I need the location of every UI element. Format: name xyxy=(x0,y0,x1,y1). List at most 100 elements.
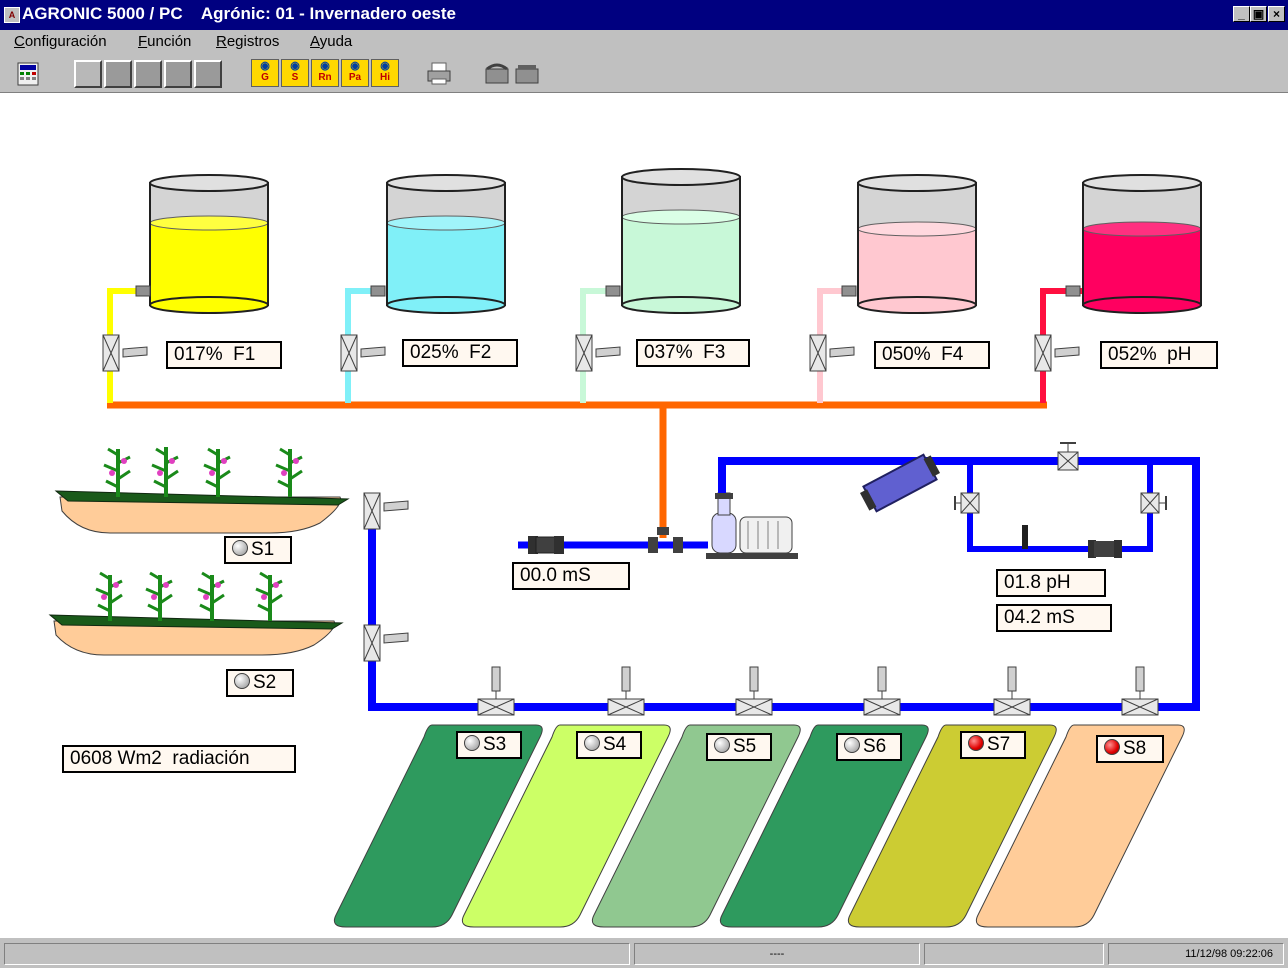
phone-icon xyxy=(515,65,539,84)
radiation-readout: 0608 Wm2 radiación xyxy=(62,745,296,773)
menu-bar: Configuración Función Registros Ayuda xyxy=(0,30,1288,54)
menu-ayuda[interactable]: Ayuda xyxy=(310,33,353,50)
menu-funcion[interactable]: Función xyxy=(138,33,192,50)
sector-badge-s7[interactable]: S7 xyxy=(960,731,1026,759)
field-sector-s5[interactable] xyxy=(591,724,801,928)
printer-icon xyxy=(427,62,451,85)
valve-f4[interactable] xyxy=(809,334,855,372)
field-sector-s6[interactable] xyxy=(719,724,929,928)
status-led xyxy=(464,735,480,751)
valve-f3[interactable] xyxy=(575,334,621,372)
title-bar: A AGRONIC 5000 / PC Agrónic: 01 - Invern… xyxy=(0,0,1288,30)
distribution-pipe xyxy=(368,457,1200,711)
ph-readout: 01.8 pH xyxy=(996,569,1106,597)
field-sector-s7[interactable] xyxy=(847,724,1057,928)
window-title: AGRONIC 5000 / PC Agrónic: 01 - Invernad… xyxy=(22,4,456,23)
eye-icon: ◉ xyxy=(290,60,300,72)
valve-s4[interactable] xyxy=(607,666,645,716)
sensor-valve-right[interactable] xyxy=(1140,492,1167,514)
valve-s3[interactable] xyxy=(477,666,515,716)
filter-unit[interactable] xyxy=(858,452,942,514)
slot-button-5[interactable] xyxy=(194,60,222,88)
maximize-button[interactable]: ▣ xyxy=(1250,6,1267,22)
status-led xyxy=(844,737,860,753)
slot-button-2[interactable] xyxy=(104,60,132,88)
app-icon[interactable]: A xyxy=(4,7,20,23)
close-button[interactable]: × xyxy=(1268,6,1285,22)
field-sector-s8[interactable] xyxy=(975,724,1185,928)
calculator-button[interactable] xyxy=(16,61,42,87)
tank-f2[interactable] xyxy=(386,174,506,314)
sector-badge-s8[interactable]: S8 xyxy=(1096,735,1164,763)
view-pa-button[interactable]: ◉Pa xyxy=(341,59,369,87)
valve-s7[interactable] xyxy=(993,666,1031,716)
status-led xyxy=(232,540,248,556)
valve-f2[interactable] xyxy=(340,334,386,372)
slot-button-1[interactable] xyxy=(74,60,102,88)
sector-badge-s3[interactable]: S3 xyxy=(456,731,522,759)
tank-f1-readout: 017% F1 xyxy=(166,341,282,369)
tank-ph-outlet xyxy=(1065,285,1081,297)
tank-f1-outlet xyxy=(135,285,151,297)
valve-s5[interactable] xyxy=(735,666,773,716)
sector-badge-s2[interactable]: S2 xyxy=(226,669,294,697)
injection-fitting xyxy=(657,527,669,535)
tank-f3-readout: 037% F3 xyxy=(636,339,750,367)
status-led xyxy=(714,737,730,753)
status-led xyxy=(1104,739,1120,755)
irrigation-pump[interactable] xyxy=(706,492,798,559)
sensor-loop-pipe xyxy=(967,461,1153,552)
field-sector-s4[interactable] xyxy=(461,724,671,928)
calculator-icon xyxy=(17,62,39,86)
valve-s6[interactable] xyxy=(863,666,901,716)
status-bar: ---- 11/12/98 09:22:06 xyxy=(0,938,1288,968)
valve-ph[interactable] xyxy=(1034,334,1080,372)
sector-badge-s6[interactable]: S6 xyxy=(836,733,902,761)
status-datetime: 11/12/98 09:22:06 xyxy=(1108,943,1284,965)
field-sector-s3[interactable] xyxy=(333,724,543,928)
tank-f4[interactable] xyxy=(857,174,977,314)
status-panel-middle: ---- xyxy=(634,943,920,965)
status-panel-main xyxy=(4,943,630,965)
sensor-flowmeter xyxy=(1088,540,1122,558)
sector-badge-s4[interactable]: S4 xyxy=(576,731,642,759)
minimize-button[interactable]: _ xyxy=(1233,6,1250,22)
inlet-flowmeter xyxy=(528,536,564,554)
connect-button[interactable] xyxy=(484,61,512,87)
main-line-valve[interactable] xyxy=(1057,442,1079,471)
plant-bed-s1[interactable] xyxy=(54,490,350,534)
irrigation-diagram xyxy=(48,168,1202,928)
inlet-ec-readout: 00.0 mS xyxy=(512,562,630,590)
valve-s1[interactable] xyxy=(363,492,409,530)
valve-s8[interactable] xyxy=(1121,666,1159,716)
plant-bed-s2[interactable] xyxy=(48,614,344,656)
view-sectors-button[interactable]: ◉S xyxy=(281,59,309,87)
tank-f1[interactable] xyxy=(149,174,269,314)
status-led xyxy=(968,735,984,751)
view-general-button[interactable]: ◉G xyxy=(251,59,279,87)
view-history-button[interactable]: ◉Hi xyxy=(371,59,399,87)
status-led xyxy=(234,673,250,689)
plants-row-2 xyxy=(95,571,283,621)
ec-readout: 04.2 mS xyxy=(996,604,1112,632)
slot-button-3[interactable] xyxy=(134,60,162,88)
valve-f1[interactable] xyxy=(102,334,148,372)
valve-s2[interactable] xyxy=(363,624,409,662)
print-button[interactable] xyxy=(426,61,454,87)
view-rn-button[interactable]: ◉Rn xyxy=(311,59,339,87)
tank-f3[interactable] xyxy=(621,168,741,314)
tank-ph[interactable] xyxy=(1082,174,1202,314)
menu-configuracion[interactable]: Configuración xyxy=(14,33,107,50)
toolbar: ◉G ◉S ◉Rn ◉Pa ◉Hi xyxy=(0,54,1288,93)
sensor-valve-left[interactable] xyxy=(954,492,980,514)
sector-badge-s5[interactable]: S5 xyxy=(706,733,772,761)
menu-registros[interactable]: Registros xyxy=(216,33,280,50)
tank-ph-readout: 052% pH xyxy=(1100,341,1218,369)
eye-icon: ◉ xyxy=(320,60,330,72)
sensor-probe xyxy=(1022,525,1028,549)
slot-button-4[interactable] xyxy=(164,60,192,88)
synoptic-canvas: 017% F1 025% F2 037% F3 050% F4 052% pH … xyxy=(0,93,1288,937)
hangup-button[interactable] xyxy=(514,61,542,87)
sector-badge-s1[interactable]: S1 xyxy=(224,536,292,564)
inlet-fitting xyxy=(673,537,683,553)
